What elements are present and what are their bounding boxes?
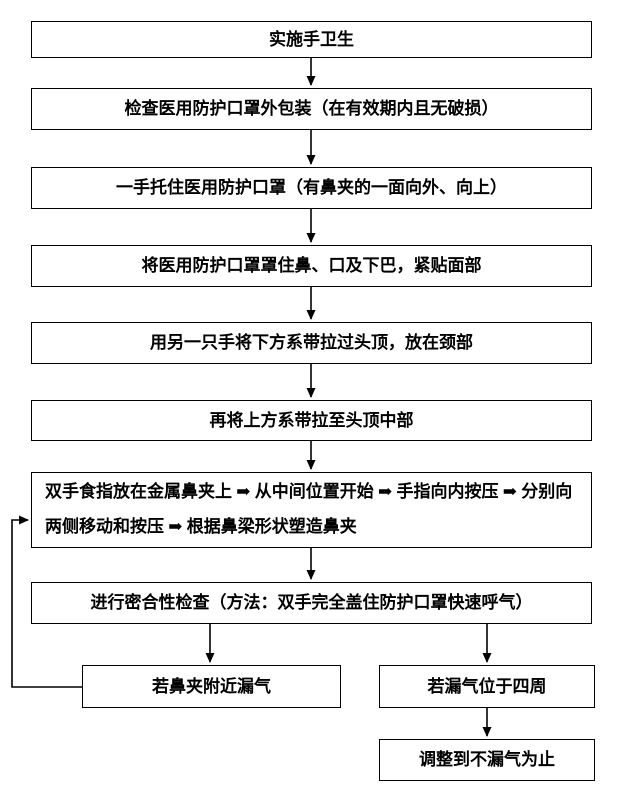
step-hold-mask: 一手托住医用防护口罩（有鼻夹的一面向外、向上）: [31, 167, 592, 209]
step-upper-strap: 再将上方系带拉至头顶中部: [31, 400, 592, 441]
step-hand-hygiene: 实施手卫生: [31, 21, 592, 58]
step-cover-nose-mouth-chin: 将医用防护口罩罩住鼻、口及下巴，紧贴面部: [31, 245, 592, 287]
step-seal-check: 进行密合性检查（方法：双手完全盖住防护口罩快速呼气）: [31, 582, 592, 624]
step-lower-strap: 用另一只手将下方系带拉过头顶，放在颈部: [31, 322, 592, 364]
step-check-packaging: 检查医用防护口罩外包装（在有效期内且无破损）: [31, 88, 592, 130]
step-adjust-until-sealed: 调整到不漏气为止: [379, 739, 595, 781]
step-shape-nose-clip: 双手食指放在金属鼻夹上 ➡ 从中间位置开始 ➡ 手指向内按压 ➡ 分别向两侧移动…: [31, 472, 592, 548]
branch-leak-around-edges: 若漏气位于四周: [379, 665, 595, 708]
branch-leak-near-nose-clip: 若鼻夹附近漏气: [82, 665, 341, 708]
